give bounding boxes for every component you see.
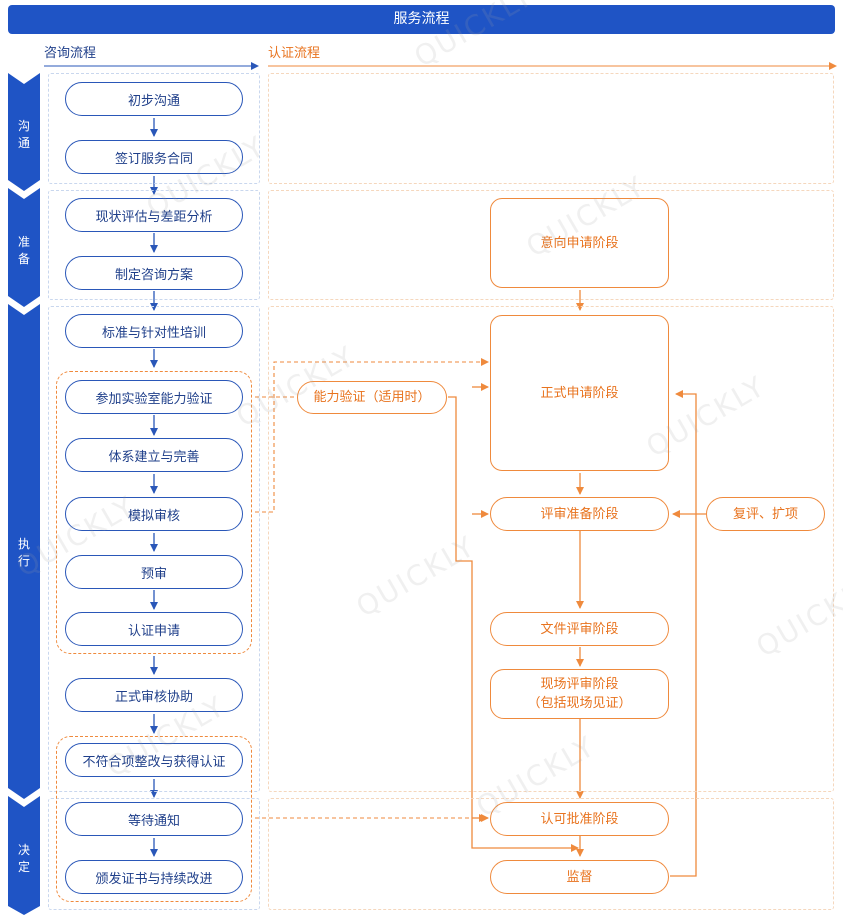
- cert-zone-jueding: [268, 798, 834, 910]
- consult-header: 咨询流程: [44, 46, 97, 61]
- consult-group-final: [56, 736, 252, 902]
- step-pre-audit: 预审: [65, 555, 243, 589]
- cert-onsite-review-line2: （包括现场见证）: [527, 696, 632, 711]
- step-proficiency-testing: 参加实验室能力验证: [65, 380, 243, 414]
- step-formal-audit-support: 正式审核协助: [65, 678, 243, 712]
- cert-zone-goutong: [268, 73, 834, 184]
- consult-zone-zhunbei: [48, 190, 260, 300]
- phase-label-zhunbei: 准备: [17, 235, 30, 266]
- phase-chevron-zhixing: [8, 304, 40, 799]
- phase-label-jueding: 决定: [17, 843, 30, 874]
- step-gap-analysis: 现状评估与差距分析: [65, 198, 243, 232]
- consult-group-prep: [56, 371, 252, 654]
- cert-onsite-review-line1: 现场评审阶段: [540, 677, 619, 692]
- cert-approval: 认可批准阶段: [490, 802, 669, 836]
- step-issue-certificate: 颁发证书与持续改进: [65, 860, 243, 894]
- step-mock-audit: 模拟审核: [65, 497, 243, 531]
- phase-chevron-goutong: [8, 73, 40, 191]
- step-sign-contract: 签订服务合同: [65, 140, 243, 174]
- step-nonconformity-rectify: 不符合项整改与获得认证: [65, 743, 243, 777]
- cert-review-prep: 评审准备阶段: [490, 497, 669, 531]
- phase-label-zhixing: 执行: [17, 537, 30, 568]
- consult-zone-jueding: [48, 798, 260, 910]
- phase-chevron-jueding: [8, 796, 40, 915]
- step-cert-application: 认证申请: [65, 612, 243, 646]
- step-consulting-plan: 制定咨询方案: [65, 256, 243, 290]
- step-await-notice: 等待通知: [65, 802, 243, 836]
- phase-chevron-zhunbei: [8, 188, 40, 307]
- cert-intent-application: 意向申请阶段: [490, 198, 669, 288]
- side-reassessment: 复评、扩项: [706, 497, 825, 531]
- cert-onsite-review: 现场评审阶段 （包括现场见证）: [490, 669, 669, 719]
- step-system-building: 体系建立与完善: [65, 438, 243, 472]
- cert-supervision: 监督: [490, 860, 669, 894]
- side-proficiency-testing: 能力验证（适用时）: [297, 381, 447, 414]
- consult-zone-goutong: [48, 73, 260, 184]
- cert-zone-zhunbei: [268, 190, 834, 300]
- step-training: 标准与针对性培训: [65, 314, 243, 348]
- cert-zone-zhixing: [268, 306, 834, 792]
- cert-formal-application: 正式申请阶段: [490, 315, 669, 471]
- phase-label-goutong: 沟通: [17, 119, 30, 150]
- cert-document-review: 文件评审阶段: [490, 612, 669, 646]
- cert-header: 认证流程: [268, 46, 321, 61]
- step-initial-communication: 初步沟通: [65, 82, 243, 116]
- consult-zone-zhixing: [48, 306, 260, 792]
- page-title: 服务流程: [8, 5, 835, 34]
